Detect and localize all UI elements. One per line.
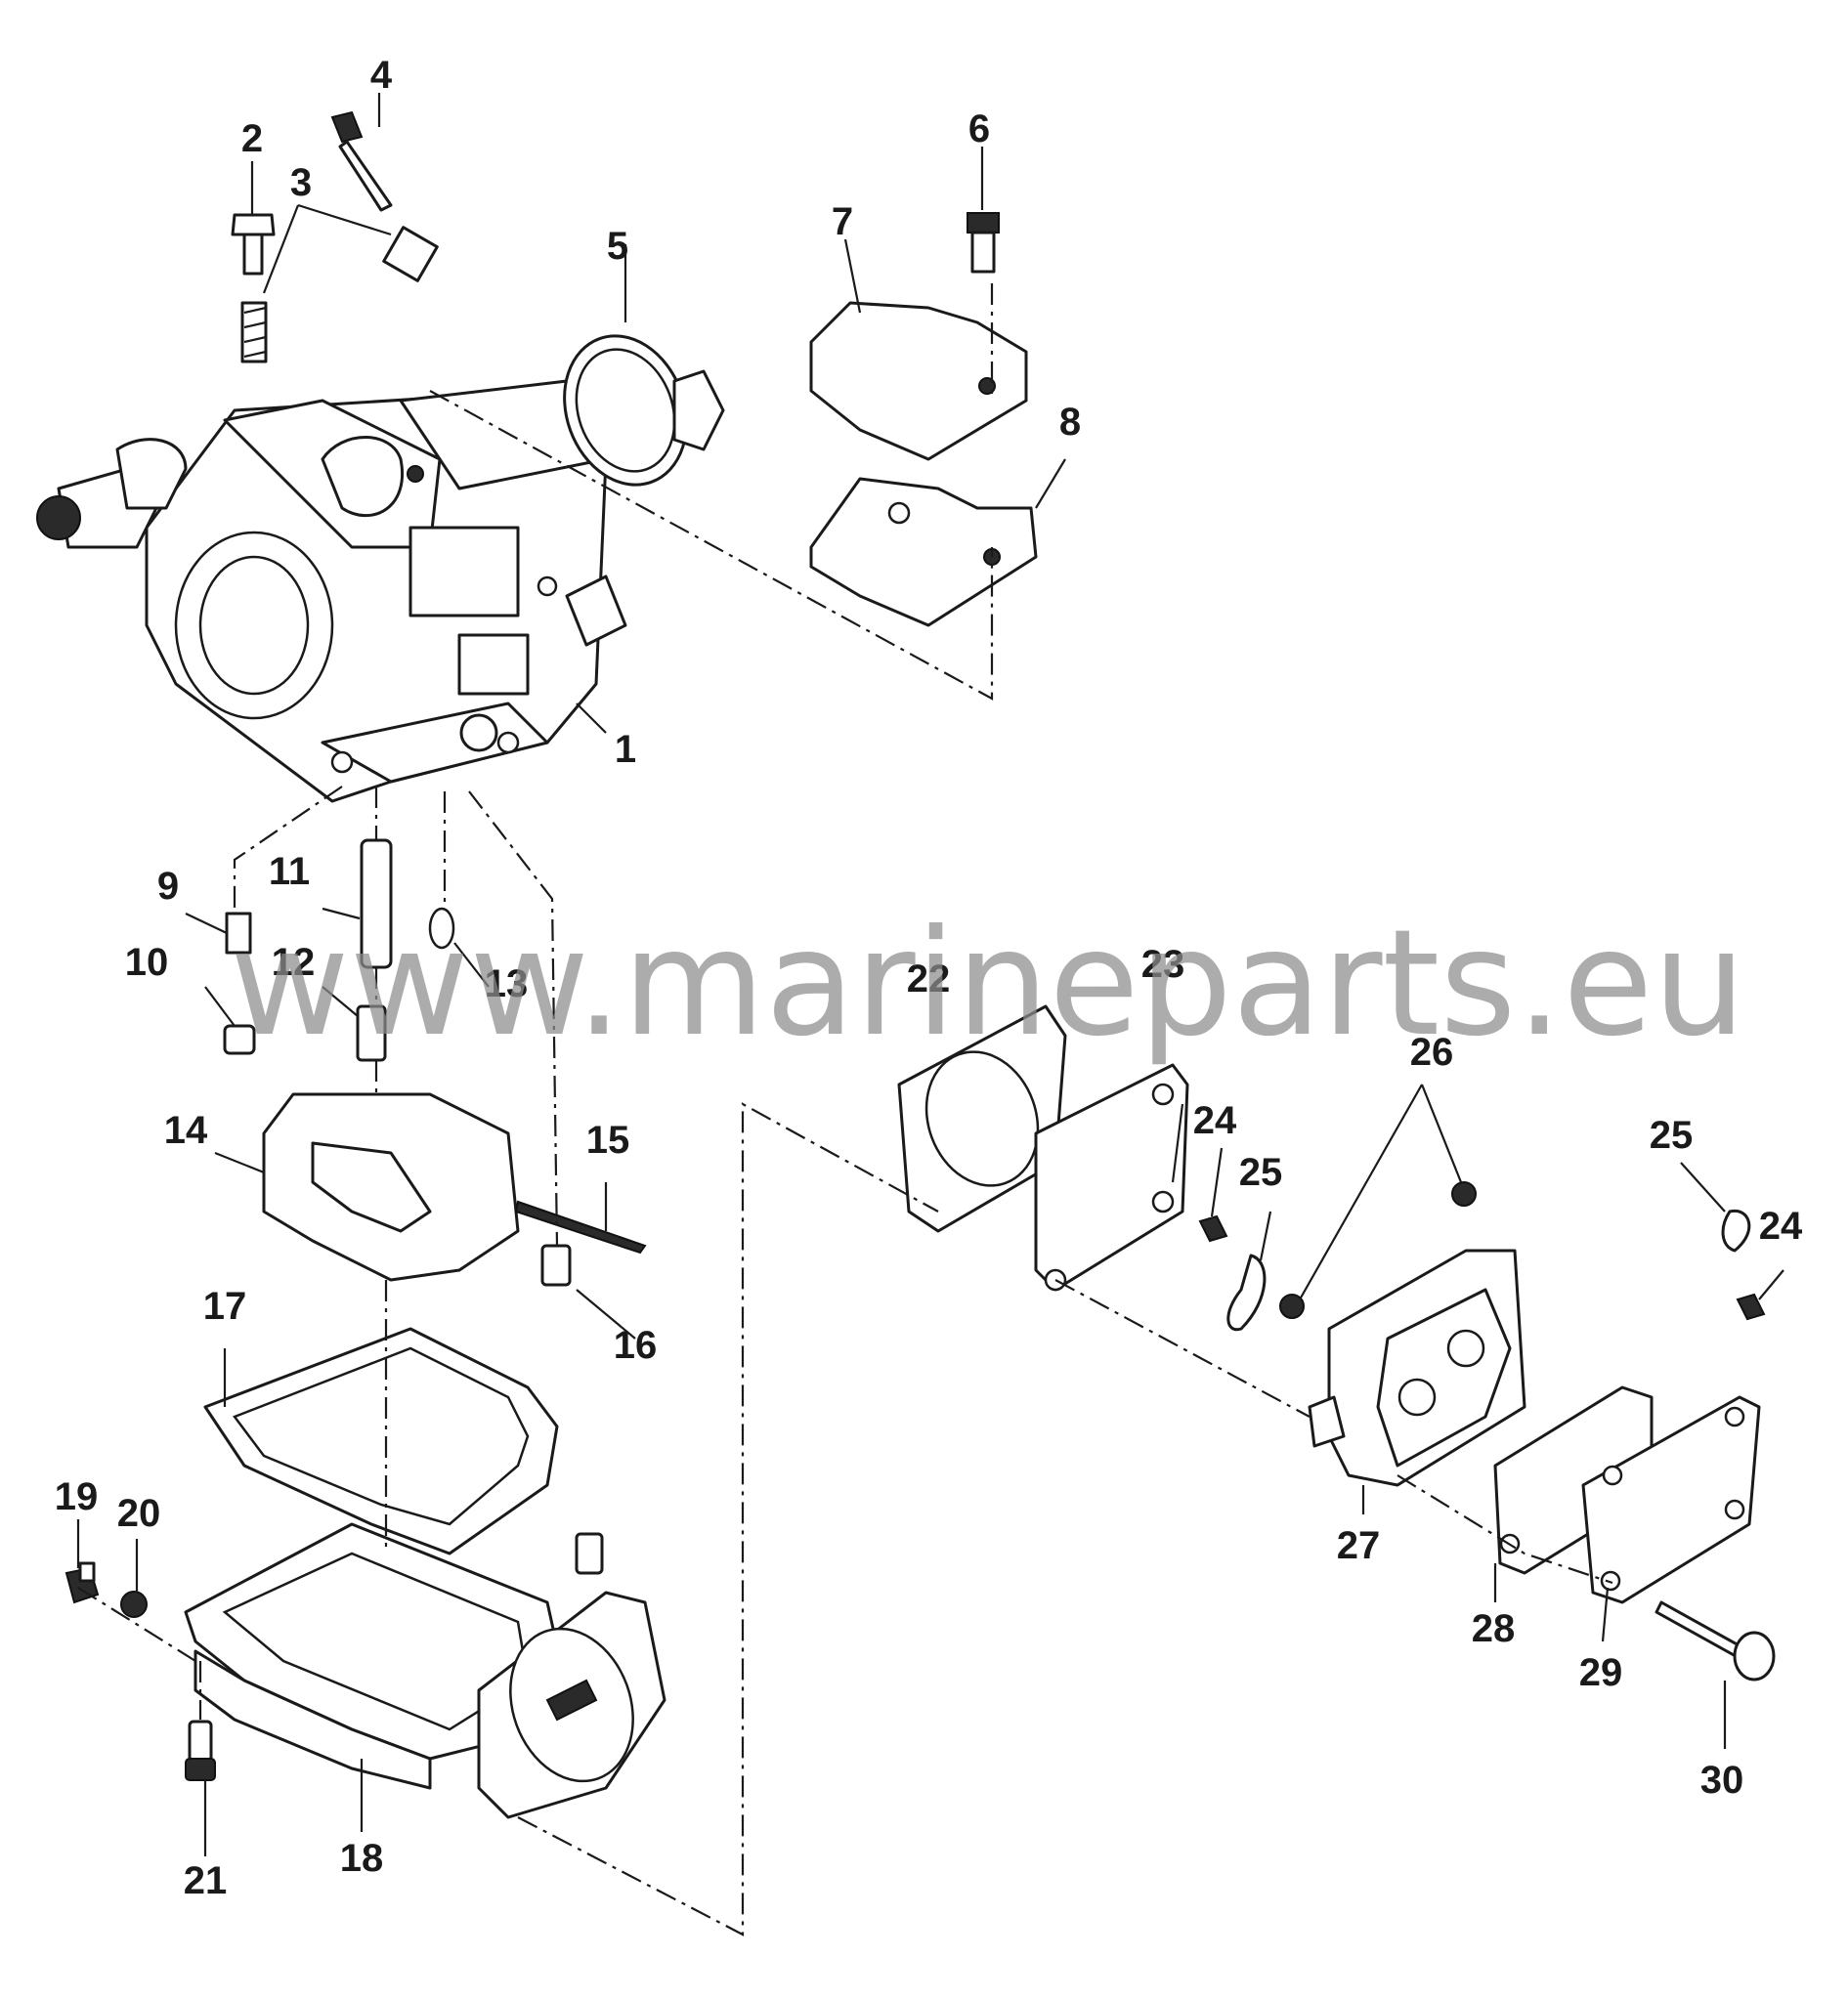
callout-10: 10 xyxy=(125,941,169,984)
diaphragm-23 xyxy=(1034,1063,1189,1292)
float-pin-15 xyxy=(514,1200,647,1255)
callout-22: 22 xyxy=(907,958,951,1000)
jet-10 xyxy=(223,1024,256,1055)
callouts: 1 2 3 4 5 6 7 8 9 10 11 12 13 14 15 16 1… xyxy=(55,54,1803,1902)
callout-29: 29 xyxy=(1579,1651,1623,1694)
callout-23: 23 xyxy=(1141,943,1185,986)
callout-30: 30 xyxy=(1700,1759,1744,1802)
callout-1: 1 xyxy=(615,728,636,771)
clip-25-left xyxy=(1226,1254,1267,1332)
callout-3: 3 xyxy=(290,161,312,204)
callout-4: 4 xyxy=(370,54,393,97)
callout-24: 24 xyxy=(1759,1205,1803,1248)
spring-3 xyxy=(240,226,439,363)
callout-25: 25 xyxy=(1650,1114,1694,1157)
callout-16: 16 xyxy=(614,1324,658,1367)
callout-15: 15 xyxy=(586,1119,630,1162)
callout-12: 12 xyxy=(272,941,316,984)
float-14 xyxy=(262,1092,520,1282)
float-bowl-18 xyxy=(184,1522,569,1790)
callout-21: 21 xyxy=(184,1859,228,1902)
cover-plate-7 xyxy=(809,301,1028,461)
callout-26: 26 xyxy=(1410,1031,1454,1074)
callout-2: 2 xyxy=(241,117,263,160)
gasket-22 xyxy=(897,1004,1067,1233)
screw-4 xyxy=(330,110,393,212)
cover-29 xyxy=(1581,1395,1761,1604)
screw-2 xyxy=(231,213,276,276)
callout-8: 8 xyxy=(1059,401,1081,444)
callout-17: 17 xyxy=(203,1285,247,1328)
screw-30 xyxy=(1655,1600,1776,1682)
callout-11: 11 xyxy=(269,850,310,893)
gasket-ring-5 xyxy=(563,334,725,487)
callout-25: 25 xyxy=(1239,1151,1283,1194)
nut-26 xyxy=(1279,1181,1477,1319)
pump-body-27 xyxy=(1308,1249,1526,1487)
gasket-17 xyxy=(203,1327,559,1555)
callout-14: 14 xyxy=(164,1109,208,1152)
drain-screw-21 xyxy=(185,1720,216,1781)
callout-5: 5 xyxy=(607,225,628,268)
washer-20 xyxy=(120,1591,148,1618)
o-ring-13 xyxy=(428,907,455,950)
screw-24-right xyxy=(1736,1293,1766,1321)
callout-19: 19 xyxy=(55,1475,99,1518)
screw-16 xyxy=(540,1244,572,1287)
clip-25-right xyxy=(1721,1209,1751,1253)
screw-6 xyxy=(967,212,1000,274)
mounting-flange xyxy=(477,1532,666,1819)
gasket-8 xyxy=(809,477,1038,627)
callout-18: 18 xyxy=(340,1837,384,1880)
main-jet-12 xyxy=(356,1004,387,1062)
assembly-lines xyxy=(77,283,1613,1937)
callout-7: 7 xyxy=(832,200,853,243)
callout-13: 13 xyxy=(485,962,529,1005)
callout-20: 20 xyxy=(117,1492,161,1535)
callout-27: 27 xyxy=(1337,1524,1381,1567)
callout-9: 9 xyxy=(157,865,179,908)
screw-24-left xyxy=(1198,1214,1228,1243)
watermark-text: www.marineparts.eu xyxy=(230,899,1746,1069)
leader-lines xyxy=(76,93,1784,1856)
callout-6: 6 xyxy=(968,107,990,150)
callout-28: 28 xyxy=(1472,1607,1516,1650)
carburetor-body xyxy=(36,379,627,803)
callout-24: 24 xyxy=(1193,1099,1237,1142)
